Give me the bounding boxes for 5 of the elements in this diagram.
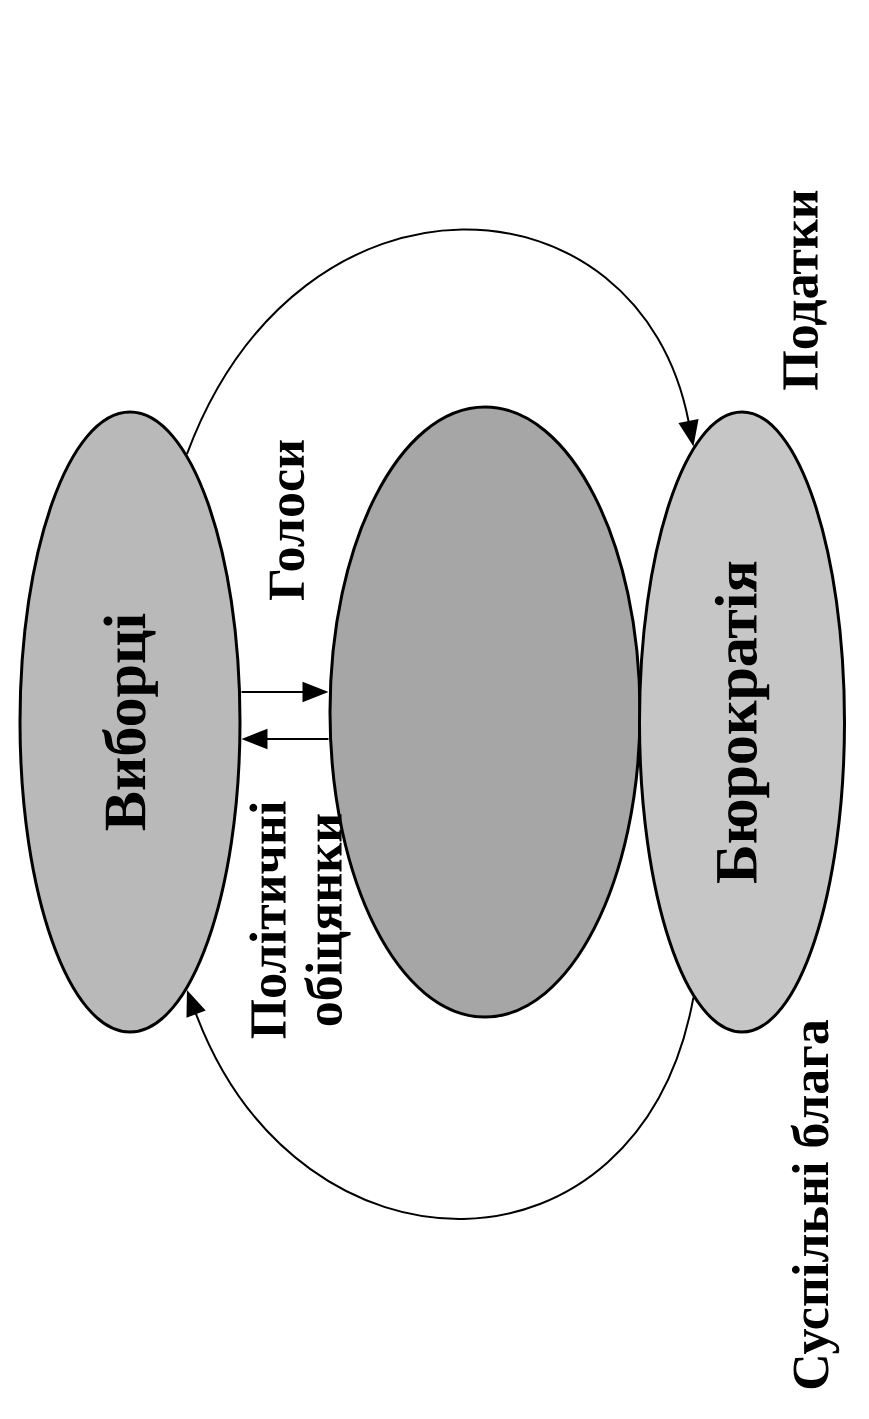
edge-label: Політичні обіцянки <box>249 801 351 1039</box>
edge-label: Голоси <box>269 440 305 601</box>
ellipse-node: Виборці <box>18 410 242 1034</box>
arrow <box>185 228 699 456</box>
edge-label: Податки <box>783 190 827 390</box>
